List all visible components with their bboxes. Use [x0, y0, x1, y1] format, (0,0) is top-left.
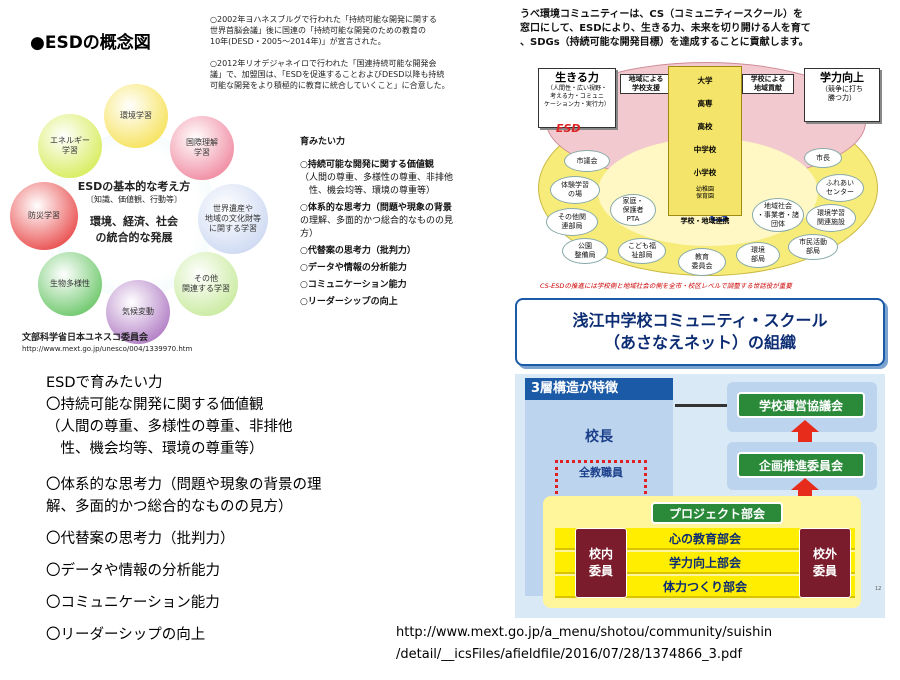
petal-environment: 環境学習 — [104, 84, 168, 148]
node-education-board: 教育 委員会 — [678, 248, 726, 276]
esd-center-line2: の統合的な発展 — [95, 231, 173, 244]
ikiru-body: （人間性・広い視野・ 考える力・コミュニ ケーション力・実行力） — [544, 85, 610, 108]
contrib-label: 学校による 地域貢献 — [742, 74, 794, 94]
principal-label: 校長 — [585, 429, 613, 445]
sub-group-gakuryoku: 学力向上部会 — [555, 552, 855, 574]
node-experience: 体験学習 の場 — [550, 176, 600, 204]
node-mayor: 市長 — [804, 148, 842, 168]
org-title-line2: （あさなえネット）の組織 — [603, 333, 796, 352]
esd-concept-panel: ●ESDの概念図 ○2002年ヨハネスブルグで行われた「持続可能な開発に関する … — [10, 8, 500, 360]
source-url-text: http://www.mext.go.jp/a_menu/shotou/comm… — [396, 625, 773, 662]
esd-title: ●ESDの概念図 — [30, 33, 151, 53]
connector-line — [675, 404, 727, 407]
project-box: プロジェクト部会 — [651, 502, 783, 524]
node-community: 地域社会 ・事業者・諸 団体 — [752, 198, 804, 232]
node-fureai: ふれあい センター — [816, 174, 864, 202]
school-org-panel: 浅江中学校コミュニティ・スクール （あさなえネット）の組織 3層構造が特徴 校長… — [515, 298, 885, 618]
node-family: 家庭・ 保護者 PTA — [610, 194, 656, 226]
petal-international: 国際理解 学習 — [170, 116, 234, 180]
petal-biodiversity: 生物多様性 — [38, 252, 102, 316]
arrow-up-2 — [791, 478, 819, 490]
planning-box: 企画推進委員会 — [737, 452, 865, 478]
sub-group-tairyoku: 体力つくり部会 — [555, 576, 855, 598]
arrow-up-2-stem — [798, 490, 812, 498]
org-title-line1: 浅江中学校コミュニティ・スクール — [572, 311, 828, 330]
esd-label: ESD — [556, 122, 581, 135]
gakuryoku-box: 学力向上 （競争に打ち 勝つ力） — [804, 68, 880, 122]
esd-center-title: ESDの基本的な考え方 — [77, 180, 191, 193]
node-city-council: 市議会 — [564, 150, 610, 172]
esd-raise-title: 育みたい力 — [300, 137, 346, 147]
node-child-welfare: こども福 祉部局 — [618, 238, 666, 264]
esd-center-line1: 環境、経済、社会 — [90, 215, 178, 228]
gakuryoku-body: （競争に打ち 勝つ力） — [821, 85, 863, 102]
council-box: 学校運営協議会 — [737, 392, 865, 418]
inside-members-box: 校内 委員 — [575, 528, 627, 598]
cs-caption: CS-ESDの推進には学校側と地域社会の側を全市・校区レベルで調整する世話役が重… — [540, 282, 792, 290]
petal-disaster: 防災学習 — [10, 182, 78, 250]
arrow-up-1-stem — [798, 432, 812, 442]
org-page-number: 12 — [875, 586, 882, 592]
arrow-up-1 — [791, 420, 819, 432]
ladder-base: 学校・地域連携 — [680, 217, 730, 225]
petal-other: その他 関連する学習 — [174, 252, 238, 316]
all-staff-label: 全教職員 — [579, 466, 623, 479]
petal-climate: 気候変動 — [106, 280, 170, 344]
support-label: 地域による 学校支援 — [620, 74, 672, 94]
esd-raise-list: 育みたい力 ○持続可能な開発に関する価値観 （人間の尊重、多様性の尊重、非排他 … — [300, 136, 500, 309]
outside-members-box: 校外 委員 — [799, 528, 851, 598]
petal-energy: エネルギー 学習 — [38, 114, 102, 178]
org-diagram-area: 3層構造が特徴 校長 全教職員 学校運営協議会 企画推進委員会 プロジェクト部会… — [515, 374, 885, 618]
esd-source-url: http://www.mext.go.jp/unesco/004/1339970… — [22, 345, 193, 353]
esd-petal-diagram: ESDの基本的な考え方 〔知識、価値観、行動等〕 環境、経済、社会 の統合的な発… — [10, 74, 268, 344]
cs-esd-panel: うべ環境コミュニティーは、CS（コミュニティースクール）を 窓口にして、ESDに… — [520, 8, 890, 298]
ikiru-title: 生きる力 — [555, 71, 599, 84]
main-ability-list: ESDで育みたい力 〇持続可能な開発に関する価値観 （人間の尊重、多様性の尊重、… — [46, 372, 476, 646]
sub-group-kokoro: 心の教育部会 — [555, 528, 855, 550]
org-title-box: 浅江中学校コミュニティ・スクール （あさなえネット）の組織 — [515, 298, 885, 366]
esd-note-2012: ○2012年リオデジャネイロで行われた「国連持続可能な開発会 議」で、加盟国は、… — [210, 59, 450, 90]
ikiru-box: 生きる力 （人間性・広い視野・ 考える力・コミュニ ケーション力・実行力） — [538, 68, 616, 128]
esd-center-sub: 〔知識、価値観、行動等〕 — [86, 195, 182, 204]
main-list-title: ESDで育みたい力 — [46, 375, 163, 391]
three-layer-label: 3層構造が特徴 — [525, 378, 673, 400]
node-park: 公園 整備局 — [562, 238, 608, 264]
petal-heritage: 世界遺産や 地域の文化財等 に関する学習 — [198, 184, 268, 254]
esd-source-org: 文部科学省日本ユネスコ委員会 — [22, 333, 149, 343]
node-env-dept: 環境 部局 — [736, 242, 780, 268]
school-ladder: 大学 高専 高校 中学校 小学校 幼稚園 保育園 — [668, 66, 742, 216]
node-other-dept: その他関 連部局 — [546, 208, 598, 236]
gakuryoku-title: 学力向上 — [820, 71, 864, 84]
cs-heading: うべ環境コミュニティーは、CS（コミュニティースクール）を 窓口にして、ESDに… — [520, 9, 811, 48]
node-env-facility: 環境学習 関連施設 — [806, 204, 856, 232]
esd-note-2002: ○2002年ヨハネスブルグで行われた「持続可能な開発に関する 世界首脳会議」後に… — [210, 15, 437, 46]
node-civic-dept: 市民活動 部局 — [788, 234, 838, 260]
